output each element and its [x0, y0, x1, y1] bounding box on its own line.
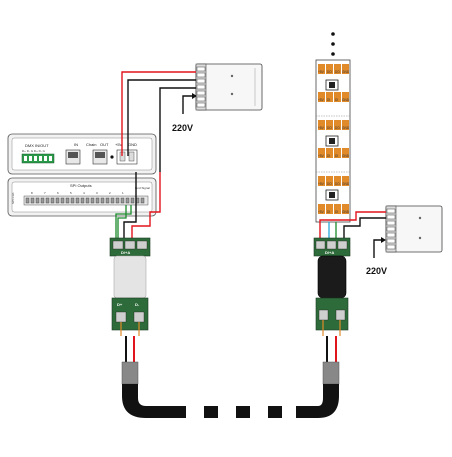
svg-text:DI: DI — [335, 98, 338, 102]
svg-text:DI: DI — [335, 154, 338, 158]
right-converter-bottom-pcb — [315, 297, 349, 336]
svg-text:4: 4 — [83, 191, 85, 195]
svg-text:DI: DI — [327, 210, 330, 214]
svg-text:GND: GND — [342, 210, 350, 214]
left-converter-pin-dplus: D+ — [117, 302, 123, 307]
in-label: IN — [74, 142, 78, 147]
voltage-label-right: 220V — [366, 266, 387, 276]
dmx-pins-label: D+ D- G D+ D- G — [22, 149, 46, 153]
rj45-in-port — [65, 149, 81, 165]
chain-label: Chain — [86, 142, 96, 147]
left-converter-top-pcb — [109, 237, 151, 257]
gnd-pin-label: GND — [128, 142, 137, 147]
left-cable-wires — [125, 336, 135, 364]
dmx-label: DMX IN/OUT — [25, 143, 49, 148]
led-strip-cut-lines — [316, 115, 350, 173]
svg-text:3: 3 — [96, 191, 98, 195]
svg-text:+5V: +5V — [318, 70, 325, 74]
power-terminal — [116, 149, 138, 165]
rj45-out-port — [92, 149, 108, 165]
svg-text:DO: DO — [327, 182, 332, 186]
svg-text:+5V: +5V — [318, 154, 325, 158]
svg-text:+5V: +5V — [318, 182, 325, 186]
svg-text:GND: GND — [342, 70, 350, 74]
svg-text:DO: DO — [335, 182, 340, 186]
spi-terminal-row — [23, 195, 149, 206]
left-converter-top-label: D/+A — [121, 250, 130, 255]
led-chips — [325, 79, 339, 201]
svg-text:GND: GND — [342, 154, 350, 158]
right-converter-body — [317, 255, 347, 299]
long-cable — [122, 384, 339, 418]
wire-black-power-left — [123, 79, 196, 238]
svg-text:GND: GND — [342, 126, 350, 130]
led-strip-pads — [318, 64, 349, 214]
dmx-terminal-block — [21, 153, 55, 164]
wire-black-power-right — [343, 217, 386, 238]
spi-outputs-label: SPI Outputs — [70, 183, 92, 188]
spi-right-label: Gnd Signal — [135, 186, 150, 190]
svg-text:+5V: +5V — [318, 98, 325, 102]
svg-text:+5V: +5V — [318, 126, 325, 130]
right-cable-wires — [326, 336, 337, 364]
right-cable-sleeve — [322, 361, 340, 385]
left-cable-sleeve — [121, 361, 139, 385]
svg-text:5: 5 — [70, 191, 72, 195]
spi-channel-numbers: 8 7 6 5 4 3 2 1 — [31, 191, 124, 195]
power-supply-right — [385, 205, 443, 253]
svg-text:DO: DO — [327, 70, 332, 74]
wire-green-signal-left — [115, 205, 132, 238]
svg-text:+5V: +5V — [318, 210, 325, 214]
power-supply-left — [195, 63, 263, 111]
svg-text:DO: DO — [335, 70, 340, 74]
svg-text:1: 1 — [122, 191, 124, 195]
led-strip-pad-labels: +5V DO DO GND +5V DI DI GND +5V DO DO GN… — [318, 70, 350, 214]
power-pin-label: +5V — [115, 142, 123, 147]
svg-text:GND: GND — [342, 98, 350, 102]
wire-red-power-right — [319, 211, 386, 238]
svg-text:DI: DI — [335, 210, 338, 214]
svg-text:DO: DO — [335, 126, 340, 130]
power-input-arrow-left — [182, 93, 197, 114]
voltage-label-left: 220V — [172, 123, 193, 133]
svg-text:DO: DO — [327, 126, 332, 130]
spi-left-label: SPI CLK — [11, 192, 15, 204]
right-converter-top-label: D/+A — [325, 250, 334, 255]
svg-text:6: 6 — [57, 191, 59, 195]
power-input-arrow-right — [373, 237, 386, 258]
wire-red-power-left — [121, 71, 196, 238]
out-label: OUT — [100, 142, 109, 147]
left-converter-pin-dminus: D- — [135, 302, 140, 307]
status-led — [110, 155, 114, 159]
svg-text:7: 7 — [44, 191, 46, 195]
right-converter-top-pcb — [313, 237, 351, 257]
svg-text:8: 8 — [31, 191, 33, 195]
svg-text:GND: GND — [342, 182, 350, 186]
left-converter-body — [113, 255, 147, 299]
svg-text:DI: DI — [327, 98, 330, 102]
svg-text:DI: DI — [327, 154, 330, 158]
svg-text:2: 2 — [109, 191, 111, 195]
left-converter-bottom-pcb — [111, 297, 149, 336]
wire-signal-right — [328, 222, 337, 238]
continuation-dots — [331, 32, 335, 56]
